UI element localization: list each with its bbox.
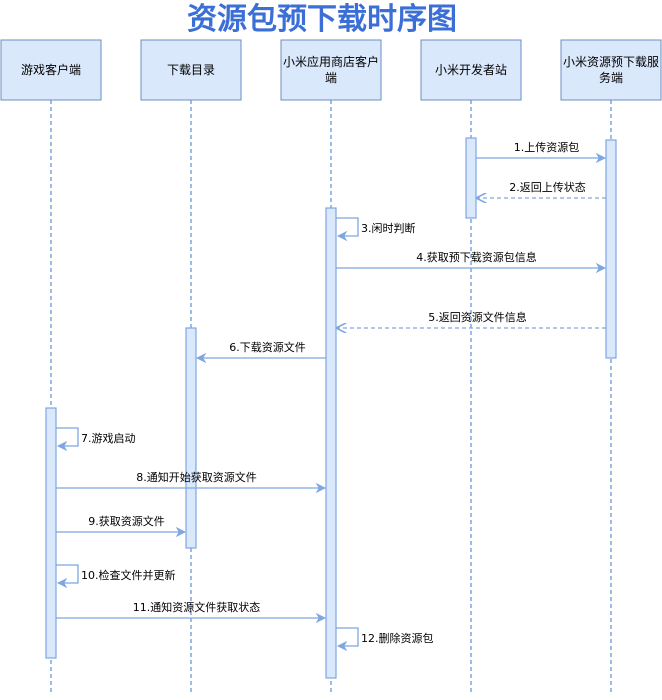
message-5: 5.返回资源文件信息: [337, 310, 606, 328]
actor-box-game: [0, 39, 102, 101]
message-1: 1.上传资源包: [476, 140, 607, 164]
actor-label-dev: 小米开发者站: [435, 62, 507, 77]
actor-dir: 下载目录: [140, 39, 242, 101]
message-label: 4.获取预下载资源包信息: [416, 250, 537, 264]
message-9: 9.获取资源文件: [56, 514, 187, 538]
message-label: 5.返回资源文件信息: [428, 310, 527, 324]
actor-label-dir: 下载目录: [167, 63, 215, 77]
message-label: 1.上传资源包: [514, 140, 580, 154]
activation-bars: [45, 137, 617, 679]
message-8: 8.通知开始获取资源文件: [56, 470, 327, 494]
message-2: 2.返回上传状态: [477, 180, 606, 198]
actor-box-svc: [560, 39, 662, 101]
actor-game: 游戏客户端: [0, 39, 102, 101]
actor-label-store: 端: [325, 71, 337, 85]
message-arrow: [336, 627, 359, 652]
activation-game: [45, 407, 57, 659]
actor-box-dir: [140, 39, 242, 101]
message-3: 3.闲时判断: [336, 217, 416, 242]
message-label: 8.通知开始获取资源文件: [136, 470, 257, 484]
message-10: 10.检查文件并更新: [56, 564, 176, 589]
message-label: 10.检查文件并更新: [81, 568, 176, 582]
message-label: 12.删除资源包: [361, 631, 434, 645]
actor-box-store: [280, 39, 382, 101]
message-label: 3.闲时判断: [361, 221, 416, 235]
message-label: 9.获取资源文件: [88, 514, 165, 528]
activation-dev: [465, 137, 477, 219]
actor-label-svc: 务端: [599, 70, 623, 85]
message-label: 11.通知资源文件获取状态: [133, 600, 261, 614]
actor-dev: 小米开发者站: [420, 39, 522, 101]
activation-svc: [605, 139, 617, 359]
message-4: 4.获取预下载资源包信息: [336, 250, 607, 274]
activation-dir: [185, 327, 197, 549]
message-label: 7.游戏启动: [81, 432, 136, 445]
message-11: 11.通知资源文件获取状态: [56, 600, 327, 624]
actor-label-store: 小米应用商店客户: [283, 54, 379, 69]
message-label: 6.下载资源文件: [229, 340, 306, 354]
activation-store: [325, 207, 337, 679]
message-12: 12.删除资源包: [336, 627, 434, 652]
message-6: 6.下载资源文件: [195, 340, 326, 364]
message-arrow: [56, 427, 79, 452]
actor-label-game: 游戏客户端: [21, 62, 81, 77]
message-arrow: [56, 564, 79, 589]
diagram-title: 资源包预下载时序图: [187, 2, 457, 37]
actor-label-svc: 小米资源预下载服: [563, 55, 659, 69]
message-7: 7.游戏启动: [56, 427, 136, 452]
message-arrow: [336, 217, 359, 242]
messages: 1.上传资源包 2.返回上传状态 3.闲时判断 4.获取预下载资源包信息 5.返回资源文…: [56, 140, 607, 652]
message-label: 2.返回上传状态: [509, 180, 586, 194]
actor-box-dev: [420, 39, 522, 101]
